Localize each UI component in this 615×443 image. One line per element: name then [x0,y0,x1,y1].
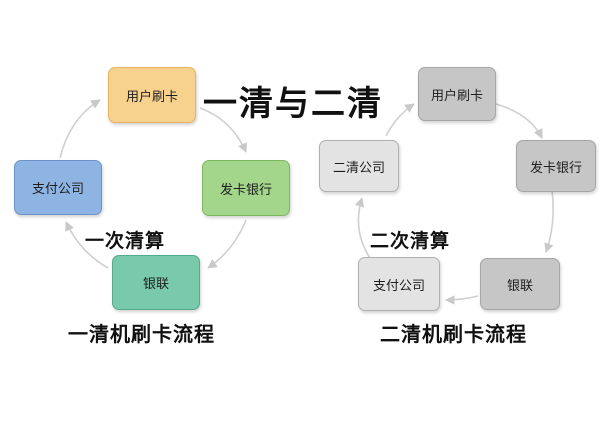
node-label: 发卡银行 [529,160,582,176]
node-label: 用户刷卡 [125,89,178,105]
arrow-payment-to-swipe [59,99,101,159]
arrow-r-bank-to-unionpay [544,189,554,253]
first-clearing-flow-title: 一清机刷卡流程 [68,322,215,346]
first-clearing-subtitle: 一次清算 [85,230,166,252]
node-secondary-clearing-company: 二清公司 [319,140,399,192]
arrow-r-swipe-to-bank [495,103,543,139]
second-clearing-flow-title: 二清机刷卡流程 [380,322,527,346]
node-label: 银联 [506,278,533,294]
node-unionpay-second: 银联 [480,258,560,310]
arrow-r-unionpay-to-payment [445,295,479,305]
arrow-r-secondary-to-swipe [385,103,415,137]
node-label: 发卡银行 [219,182,272,198]
arrow-bank-to-unionpay [207,219,247,269]
node-issuing-bank: 发卡银行 [202,160,290,216]
node-label: 银联 [142,277,169,292]
node-label: 支付公司 [31,182,84,197]
node-user-card-swipe: 用户刷卡 [108,67,196,123]
second-clearing-subtitle: 二次清算 [370,230,451,252]
node-label: 支付公司 [372,278,425,294]
arrow-unionpay-to-payment [65,221,109,269]
arrow-swipe-to-bank [199,107,247,153]
node-payment-company-second: 支付公司 [358,257,440,311]
diagram-title: 一清与二清 [203,84,383,124]
arrow-r-payment-to-secondary [354,197,371,259]
node-unionpay: 银联 [112,255,200,310]
node-label: 用户刷卡 [430,88,483,104]
node-issuing-bank-second: 发卡银行 [516,140,596,192]
node-label: 二清公司 [332,160,385,176]
node-payment-company: 支付公司 [14,160,102,215]
node-user-card-swipe-second: 用户刷卡 [418,67,496,121]
